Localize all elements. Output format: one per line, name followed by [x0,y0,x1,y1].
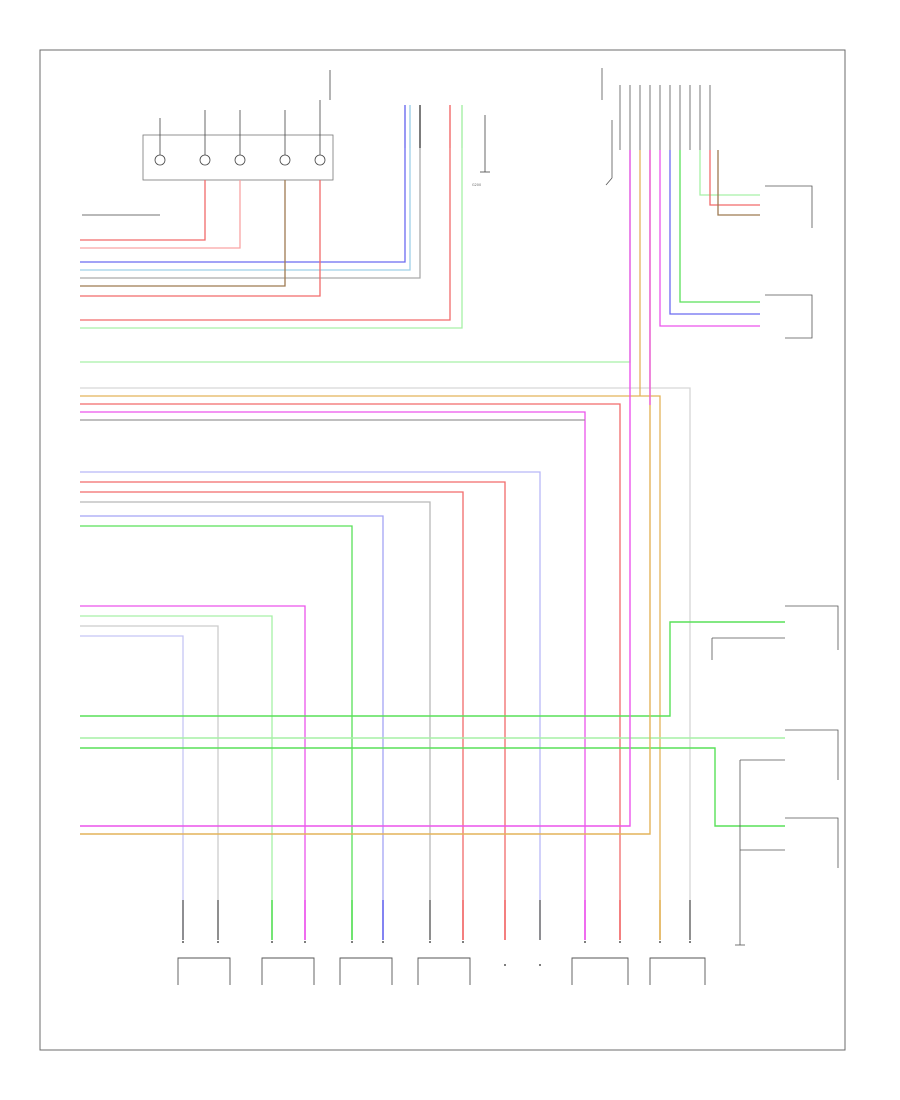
right-side-wires [639,150,760,405]
bottom-connector-pins [182,900,691,940]
diagram-border [39,49,846,1051]
wire-group-4 [80,605,306,940]
ground-label: G200 [472,183,481,187]
bottom-pin-dots [182,941,691,966]
wire-group-1 [80,148,631,363]
wire-group-2 [80,387,691,940]
top-connector-pins [404,105,463,148]
right-component-boxes [711,185,839,946]
bottom-component-boxes [177,957,706,985]
wire-group-3 [80,471,541,940]
top-right-connector [601,68,711,186]
top-left-connector [142,70,334,181]
small-ground-symbol [82,115,490,216]
